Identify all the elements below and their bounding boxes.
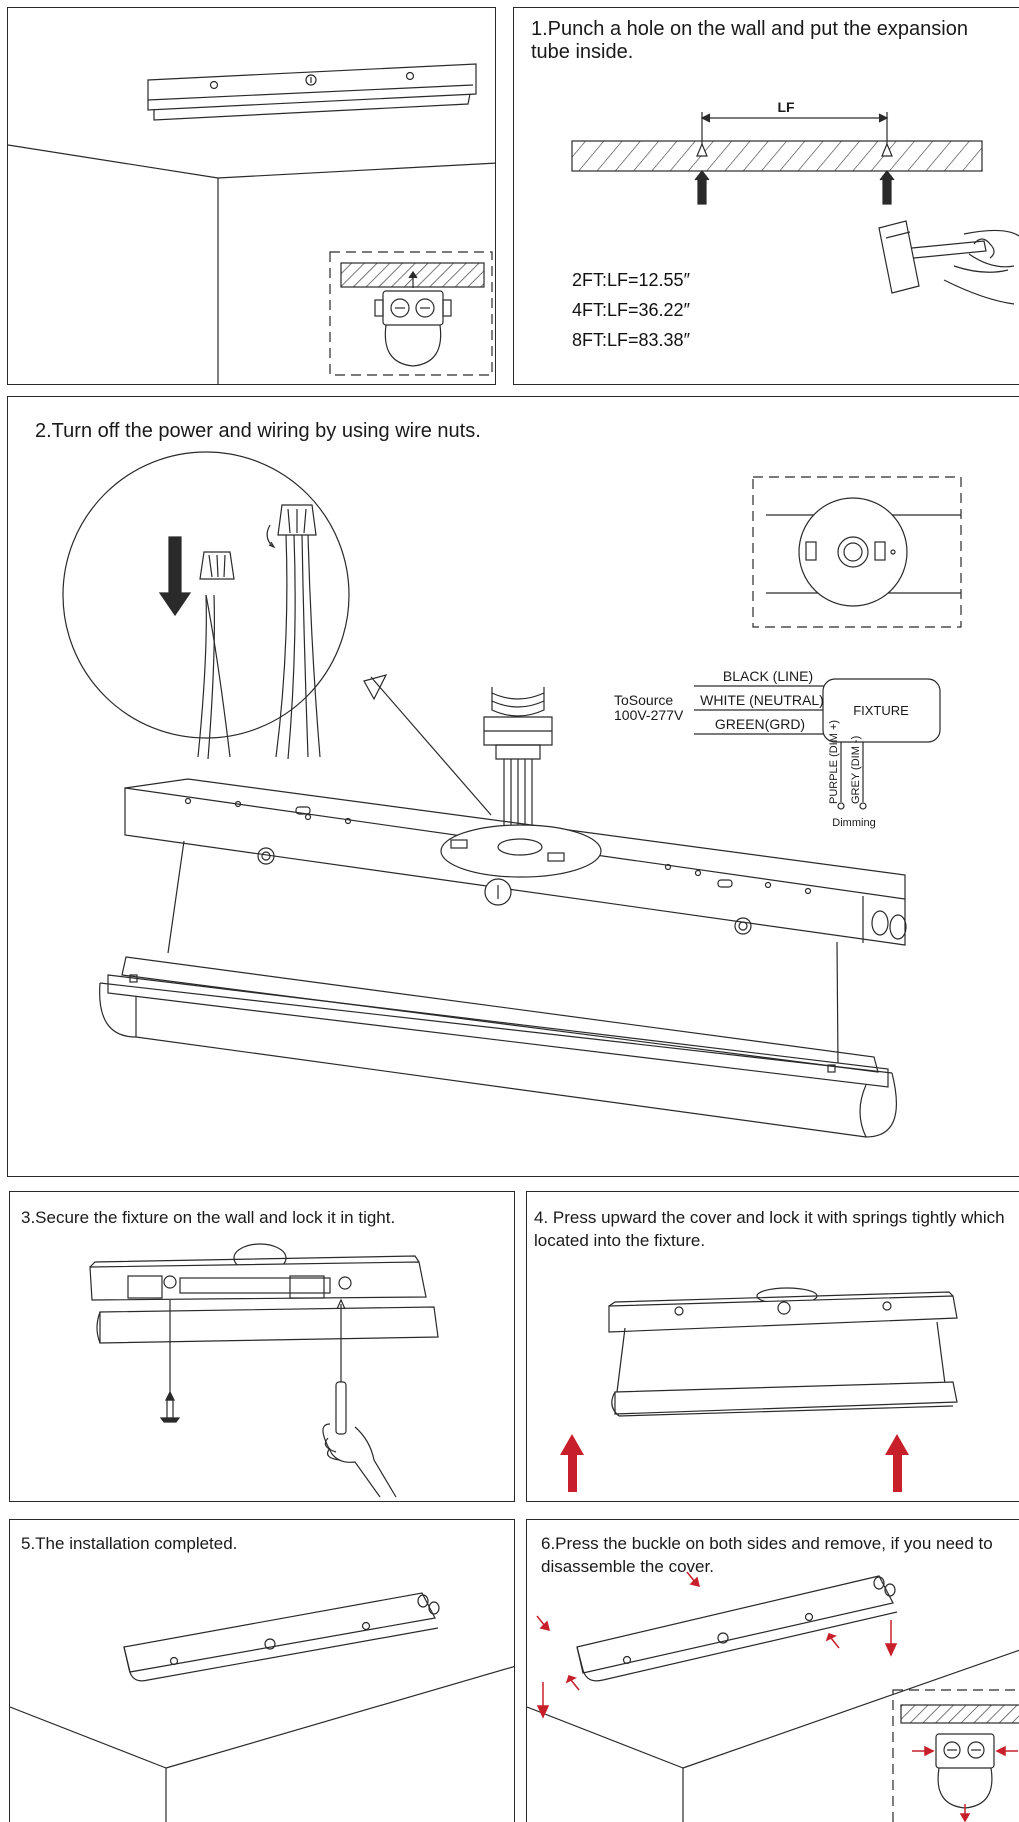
anchor-right [879,170,895,205]
wire-white-label: WHITE (NEUTRAL) [700,692,824,708]
fixture-label: FIXTURE [853,703,909,718]
step-4-text: 4. Press upward the cover and lock it wi… [534,1208,1005,1250]
fixture-disassemble [576,1575,898,1682]
wire-nut-detail [62,451,492,816]
dim-plus-label: PURPLE (DIM +) [828,720,840,804]
ceiling-edge-left [8,144,219,179]
completed-illustration [10,1592,514,1822]
punch-hole-illustration: LF [571,99,1019,305]
anchor-left [694,170,710,205]
press-cover-illustration [560,1287,958,1492]
wiring-labels: ToSource 100V-277V BLACK (LINE) WHITE (N… [614,668,909,829]
panel-step-1: 1.Punch a hole on the wall and put the e… [513,7,1019,385]
panel-step-4: 4. Press upward the cover and lock it wi… [526,1191,1019,1502]
step-1-text: 1.Punch a hole on the wall and put the e… [531,18,968,63]
screwdriver-hand-icon [322,1298,397,1498]
panel-mount-view [7,7,496,385]
ceiling-edge-right [217,162,495,179]
wire-green-label: GREEN(GRD) [715,716,805,732]
junction-box-detail-2 [892,1689,1019,1822]
dimension-label: LF [777,99,795,115]
source-label: ToSource [614,692,673,708]
push-arrow-right [885,1434,909,1492]
installed-fixture [123,1592,440,1682]
panel-step-2: 2.Turn off the power and wiring by using… [7,396,1019,1177]
panel-step-5: 5.The installation completed. [9,1519,515,1822]
screw-icon [159,1390,181,1423]
step-2-text: 2.Turn off the power and wiring by using… [35,420,481,442]
mount-illustration [8,63,495,384]
wiring-illustration: ToSource 100V-277V BLACK (LINE) WHITE (N… [62,451,962,1138]
step-5-text: 5.The installation completed. [21,1534,238,1553]
voltage-label: 100V-277V [614,707,684,723]
junction-box-detail [329,251,493,376]
dimming-label: Dimming [832,817,875,829]
panel-step-6: 6.Press the buckle on both sides and rem… [526,1519,1019,1822]
step-3-text: 3.Secure the fixture on the wall and loc… [21,1208,396,1227]
step-6-text: 6.Press the buckle on both sides and rem… [541,1534,993,1576]
fixture-housing [124,778,907,946]
panel-step-3: 3.Secure the fixture on the wall and loc… [9,1191,515,1502]
fixture-lens [99,956,897,1138]
length-4ft: 4FT:LF=36.22″ [572,300,690,320]
length-2ft: 2FT:LF=12.55″ [572,270,690,290]
wiring-diagram [694,678,941,810]
conduit-connector [483,687,553,829]
buckle-arrows [536,1571,1018,1822]
fixture-illustration [147,63,477,121]
dim-minus-label: GREY (DIM -) [850,736,862,804]
hammer-hand-icon [878,220,1019,305]
safety-cable-left [167,840,185,954]
mounting-plate-detail [752,476,962,628]
safety-cable-right [836,941,839,1065]
secure-illustration [89,1243,439,1498]
disassemble-illustration [527,1571,1019,1822]
push-arrow-left [560,1434,584,1492]
wall-section [571,140,983,172]
length-8ft: 8FT:LF=83.38″ [572,330,690,350]
wire-black-label: BLACK (LINE) [723,668,813,684]
